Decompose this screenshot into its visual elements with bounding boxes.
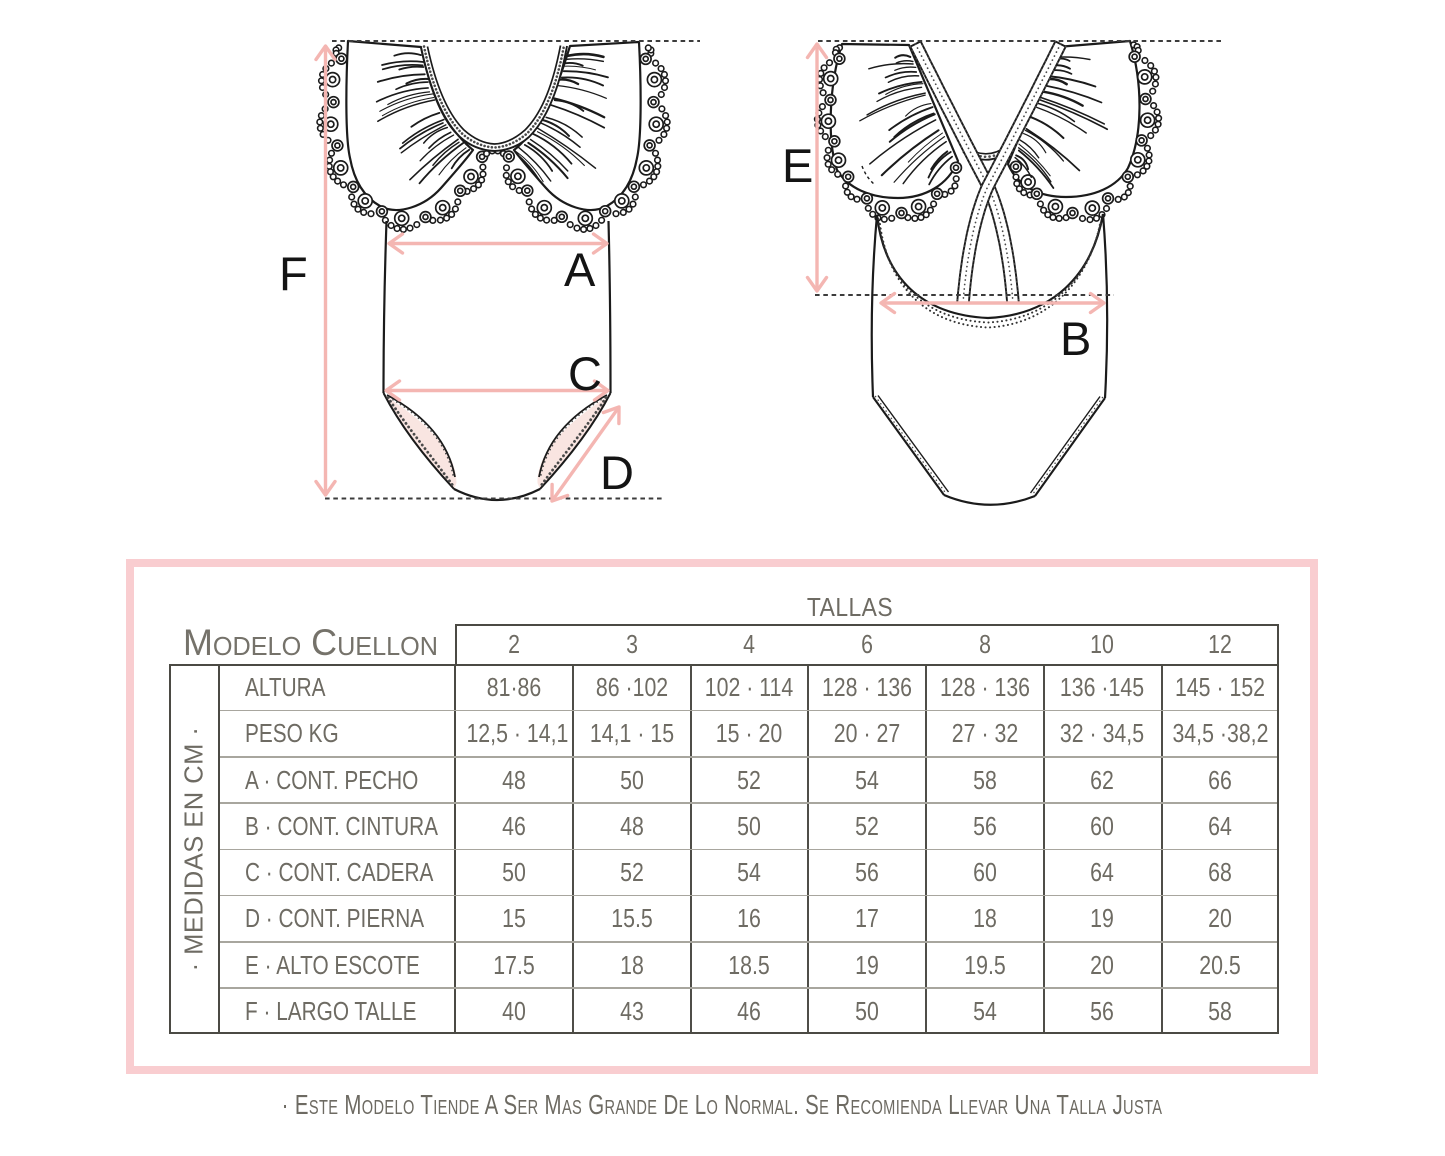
svg-text:D: D: [600, 446, 634, 499]
svg-text:F: F: [279, 247, 308, 300]
svg-text:E: E: [782, 139, 813, 192]
svg-text:A: A: [564, 243, 596, 296]
svg-text:C: C: [568, 347, 602, 400]
svg-text:B: B: [1060, 312, 1091, 365]
